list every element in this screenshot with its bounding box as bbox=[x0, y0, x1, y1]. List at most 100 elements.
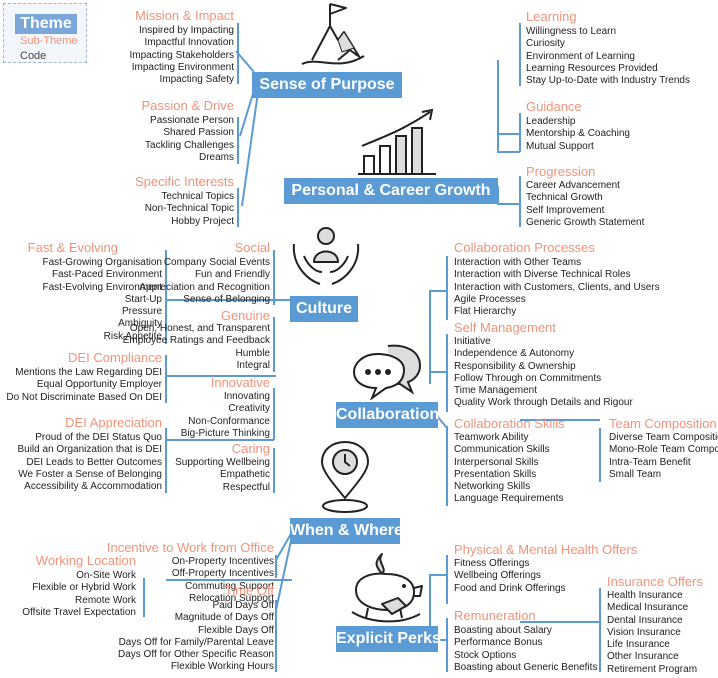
theme-explicit-perks: Explicit Perks bbox=[336, 626, 441, 652]
code-item: Equal Opportunity Employer bbox=[36, 379, 162, 391]
code-item: Leadership bbox=[526, 116, 576, 127]
code-item: Non-Technical Topic bbox=[144, 203, 234, 215]
code-item: Vision Insurance bbox=[607, 626, 681, 638]
code-item: Inspired by Impacting bbox=[138, 25, 234, 36]
code-item: Humble bbox=[235, 347, 270, 359]
subtheme-title-insurance: Insurance Offers bbox=[607, 574, 703, 589]
code-item: Interaction with Customers, Clients, and… bbox=[454, 281, 660, 293]
code-item: Health Insurance bbox=[607, 590, 683, 601]
code-item: Paid Days Off bbox=[212, 600, 274, 611]
code-list-dei-appreciation: Proud of the DEI Status Quo Build an Org… bbox=[17, 432, 162, 493]
growth-chart-icon bbox=[358, 108, 436, 175]
code-list-health-offers: Fitness Offerings Wellbeing Offerings Fo… bbox=[454, 558, 566, 595]
code-item: Impacting Stakeholders bbox=[129, 49, 234, 61]
code-item: Boasting about Salary bbox=[454, 625, 552, 636]
code-item: Generic Growth Statement bbox=[526, 216, 645, 228]
legend-theme: Theme bbox=[15, 14, 77, 34]
subtheme-title-dei-appreciation: DEI Appreciation bbox=[65, 415, 162, 430]
subtheme-title-genuine: Genuine bbox=[220, 308, 270, 323]
code-item: Presentation Skills bbox=[454, 468, 537, 480]
code-list-genuine: Open, Honest, and Transparent Employee R… bbox=[123, 323, 270, 372]
code-item: Wellbeing Offerings bbox=[454, 570, 541, 582]
code-item: Dental Insurance bbox=[607, 614, 683, 626]
code-item: Boasting about Generic Benefits bbox=[454, 661, 598, 673]
code-list-collab-processes: Interaction with Other Teams Interaction… bbox=[454, 257, 660, 318]
code-item: Relocation Support bbox=[188, 592, 274, 604]
code-item: Self Improvement bbox=[526, 204, 605, 216]
code-list-learning: Willingness to Learn Curiosity Environme… bbox=[526, 26, 690, 87]
code-item: Food and Drink Offerings bbox=[454, 582, 566, 594]
people-care-icon bbox=[292, 227, 360, 285]
theme-culture: Culture bbox=[290, 296, 358, 322]
code-item: Stay Up-to-Date with Industry Trends bbox=[526, 75, 690, 87]
subtheme-title-learning: Learning bbox=[526, 9, 577, 24]
code-item: Open, Honest, and Transparent bbox=[129, 323, 270, 334]
code-list-collab-skills: Teamwork Ability Communication Skills In… bbox=[454, 432, 564, 506]
code-item: Magnitude of Days Off bbox=[174, 612, 274, 624]
code-list-time-off: Paid Days Off Magnitude of Days Off Flex… bbox=[118, 600, 274, 674]
code-item: Proud of the DEI Status Quo bbox=[35, 432, 162, 443]
theme-when-where: When & Where bbox=[290, 518, 403, 544]
code-list-interests: Technical Topics Non-Technical Topic Hob… bbox=[145, 191, 234, 228]
code-list-dei-compliance: Mentions the Law Regarding DEI Equal Opp… bbox=[6, 367, 162, 404]
code-list-mission: Inspired by Impacting Impactful Innovati… bbox=[129, 25, 234, 86]
code-item: Shared Passion bbox=[163, 127, 234, 139]
code-item: Big-Picture Thinking bbox=[180, 427, 270, 439]
code-item: Integral bbox=[236, 359, 270, 371]
code-item: Do Not Discriminate Based On DEI bbox=[6, 391, 162, 403]
code-item: Independence & Autonomy bbox=[454, 348, 575, 360]
code-item: Follow Through on Commitments bbox=[454, 372, 602, 384]
code-item: Days Off for Other Specific Reason bbox=[118, 649, 274, 661]
code-item: Appreciation and Recognition bbox=[139, 281, 270, 293]
code-item: Language Requirements bbox=[454, 493, 564, 505]
code-item: Interaction with Diverse Technical Roles bbox=[454, 269, 631, 281]
theme-career-growth: Personal & Career Growth bbox=[284, 178, 498, 204]
code-item: Off-Property Incentives bbox=[171, 568, 274, 580]
code-item: Build an Organization that is DEI bbox=[17, 444, 162, 456]
code-list-incentive-office: On-Property Incentives Off-Property Ince… bbox=[172, 556, 274, 605]
code-item: Accessibility & Accommodation bbox=[24, 481, 162, 493]
code-list-insurance: Health Insurance Medical Insurance Denta… bbox=[607, 590, 697, 676]
code-list-working-location: On-Site Work Flexible or Hybrid Work Rem… bbox=[22, 570, 136, 619]
subtheme-title-mission: Mission & Impact bbox=[135, 8, 234, 23]
code-item: Company Social Events bbox=[163, 257, 270, 268]
code-item: Non-Conformance bbox=[188, 415, 270, 427]
code-item: Impactful Innovation bbox=[144, 37, 235, 49]
theme-collaboration: Collaboration bbox=[336, 402, 439, 428]
subtheme-title-caring: Caring bbox=[231, 441, 270, 456]
code-item: Flat Hierarchy bbox=[454, 306, 517, 318]
legend: Theme Sub-Theme Code bbox=[3, 3, 87, 63]
code-item: Days Off for Family/Parental Leave bbox=[118, 636, 274, 648]
code-item: Quality Work through Details and Rigour bbox=[454, 397, 633, 409]
code-item: Remote Work bbox=[75, 594, 136, 606]
code-item: Networking Skills bbox=[454, 481, 531, 493]
code-item: Fast-Evolving Environment bbox=[42, 281, 163, 293]
code-list-innovative: Innovating Creativity Non-Conformance Bi… bbox=[181, 391, 270, 440]
code-item: Start-Up bbox=[124, 293, 162, 305]
subtheme-title-fast: Fast & Evolving bbox=[27, 240, 118, 255]
code-item: Technical Topics bbox=[161, 191, 234, 202]
subtheme-title-social: Social bbox=[234, 240, 270, 255]
code-item: Small Team bbox=[609, 468, 662, 480]
code-item: Life Insurance bbox=[607, 639, 670, 651]
code-item: Flexible Working Hours bbox=[170, 661, 274, 673]
code-list-fast: Fast-Growing Organisation Fast-Paced Env… bbox=[43, 257, 163, 343]
code-item: Flexible or Hybrid Work bbox=[32, 582, 136, 594]
code-list-team-composition: Diverse Team Composition Mono-Role Team … bbox=[609, 432, 718, 481]
subtheme-title-dei-compliance: DEI Compliance bbox=[68, 350, 162, 365]
code-item: Commuting Support bbox=[185, 580, 274, 592]
code-item: Interpersonal Skills bbox=[454, 456, 539, 468]
code-item: Interaction with Other Teams bbox=[454, 257, 582, 268]
subtheme-title-self-management: Self Management bbox=[454, 320, 556, 335]
location-clock-icon bbox=[320, 440, 370, 513]
legend-sub-theme: Sub-Theme bbox=[20, 35, 78, 47]
code-item: Communication Skills bbox=[454, 444, 550, 456]
code-item: Stock Options bbox=[454, 649, 517, 661]
code-item: Other Insurance bbox=[607, 651, 679, 663]
code-list-social: Company Social Events Fun and Friendly A… bbox=[139, 257, 270, 306]
subtheme-title-team-composition: Team Composition bbox=[609, 416, 717, 431]
subtheme-title-working-location: Working Location bbox=[35, 553, 136, 568]
code-item: On-Site Work bbox=[76, 570, 136, 581]
subtheme-title-passion: Passion & Drive bbox=[141, 98, 234, 113]
code-item: Hobby Project bbox=[171, 215, 234, 227]
